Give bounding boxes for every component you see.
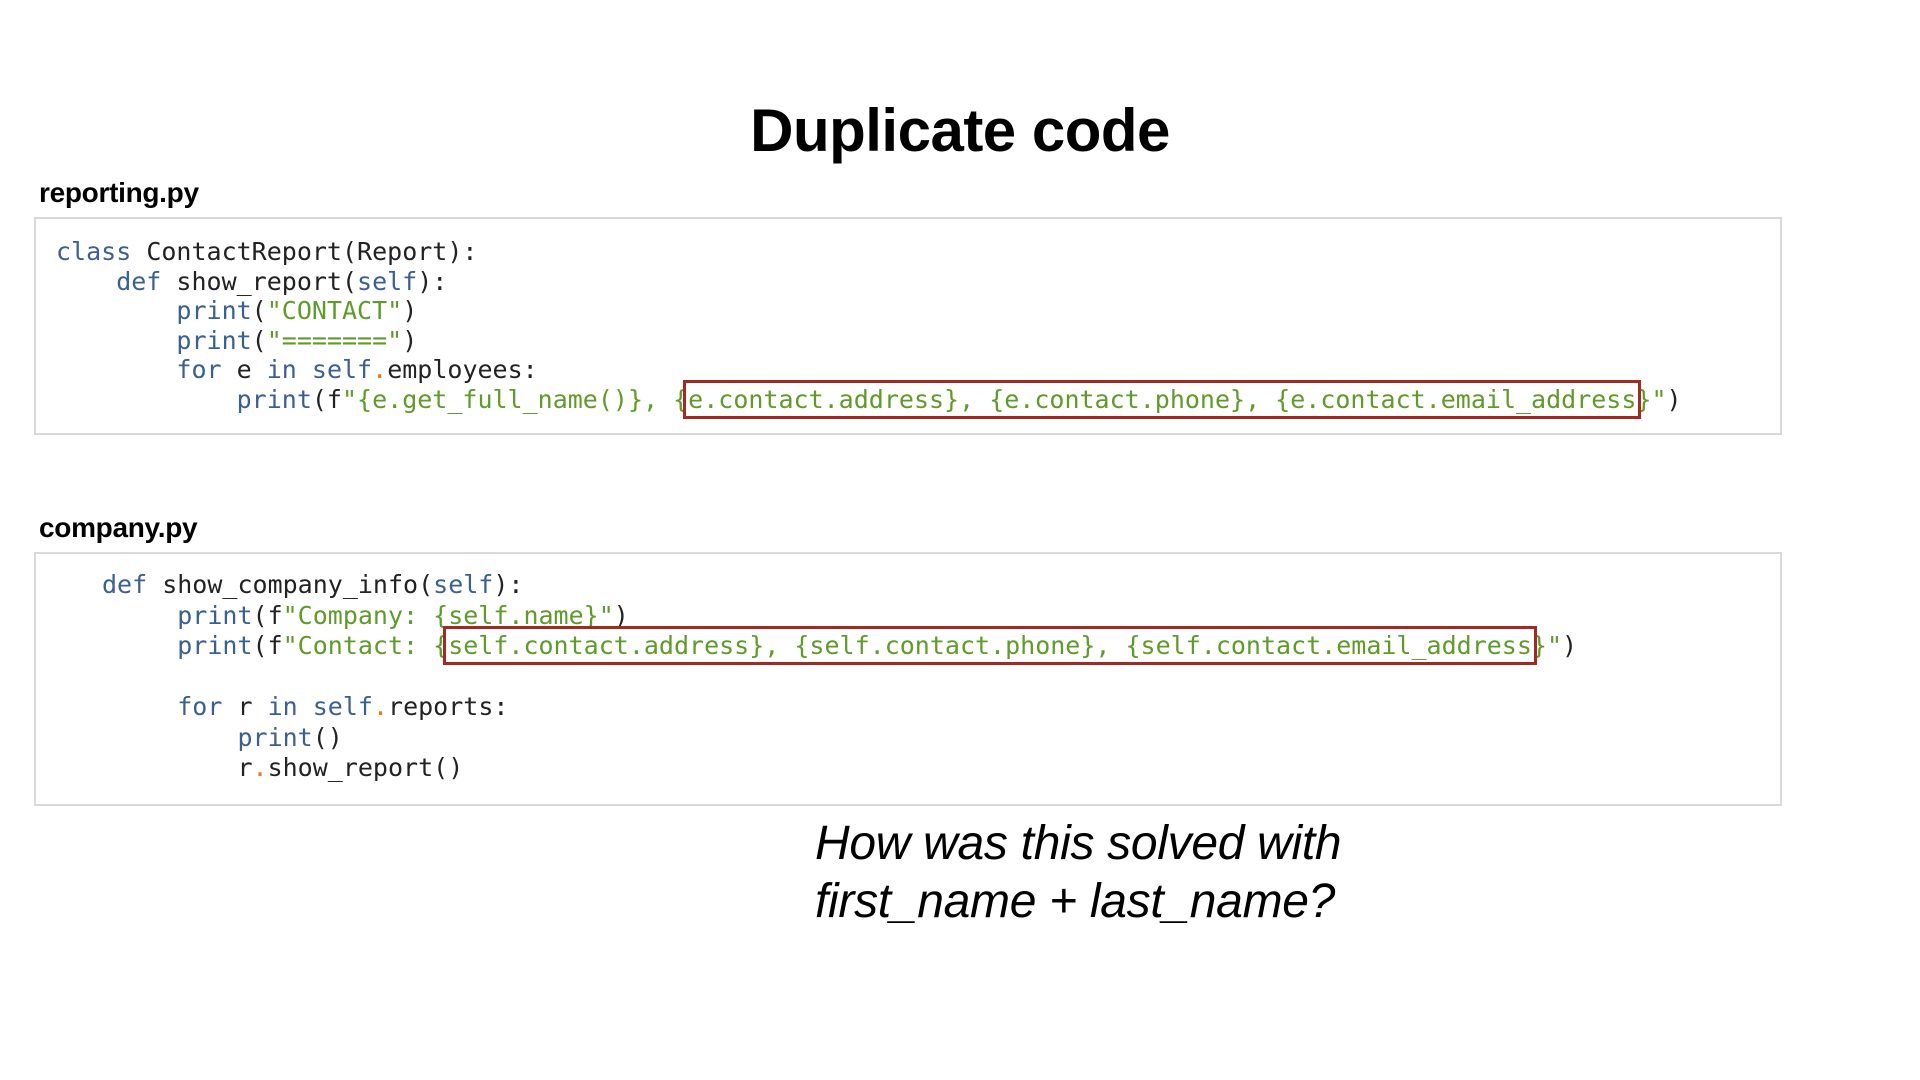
code-token: ): bbox=[417, 266, 448, 296]
code-token: print bbox=[102, 600, 253, 630]
code-line: print("=======") bbox=[56, 326, 1682, 356]
duplicate-highlight: e.contact.address}, {e.contact.phone}, {… bbox=[683, 379, 1642, 419]
code-token: print bbox=[56, 384, 312, 414]
code-token: print bbox=[102, 631, 253, 660]
code-line: for r in self.reports: bbox=[102, 692, 1577, 723]
code-line: print("CONTACT") bbox=[56, 296, 1682, 326]
code-token: self bbox=[312, 692, 373, 721]
code-token: print bbox=[56, 325, 252, 355]
code-token: show_report( bbox=[161, 266, 358, 296]
code-token: self bbox=[433, 570, 494, 599]
code-block-company: def show_company_info(self): print(f"Com… bbox=[34, 552, 1782, 806]
code-token: def bbox=[56, 266, 162, 296]
code-line: ​ bbox=[102, 662, 1577, 693]
code-line: class ContactReport(Report): bbox=[56, 237, 1682, 267]
code-token: in bbox=[267, 692, 298, 721]
code-token: "{e.get_full_name()}, { bbox=[341, 384, 689, 414]
code-token: () bbox=[312, 722, 343, 752]
code-line: r.show_report() bbox=[102, 753, 1577, 784]
code-token: ContactReport(Report): bbox=[131, 237, 478, 266]
code-token: show_company_info( bbox=[147, 570, 434, 599]
code-token: ) bbox=[402, 296, 418, 325]
code-token: . bbox=[372, 355, 388, 384]
code-token: (f bbox=[311, 384, 342, 414]
code-line: print(f"{e.get_full_name()}, {e.contact.… bbox=[56, 379, 1682, 419]
code-line: def show_report(self): bbox=[56, 267, 1682, 297]
code-token: in bbox=[266, 355, 297, 384]
code-token: ) bbox=[613, 600, 629, 630]
code-token: for bbox=[56, 355, 222, 384]
code-token: (f bbox=[252, 631, 283, 660]
code-token bbox=[298, 692, 313, 721]
question-text: How was this solved with first_name + la… bbox=[815, 815, 1342, 931]
code-token: for bbox=[102, 692, 223, 721]
code-block-reporting: class ContactReport(Report): def show_re… bbox=[34, 217, 1782, 435]
code-token: self bbox=[311, 355, 373, 384]
code-token: ): bbox=[493, 570, 524, 599]
code-token: e bbox=[221, 355, 267, 384]
code-token: print bbox=[56, 296, 252, 325]
code-token: class bbox=[56, 237, 132, 266]
code-token: "=======" bbox=[266, 325, 403, 355]
code-reporting: class ContactReport(Report): def show_re… bbox=[56, 237, 1682, 419]
question-line-1: How was this solved with bbox=[815, 817, 1342, 870]
code-token: "Contact: { bbox=[282, 631, 449, 660]
code-token: ) bbox=[1562, 631, 1578, 660]
code-token: reports: bbox=[388, 692, 509, 721]
code-token: }" bbox=[1531, 631, 1563, 660]
code-company: def show_company_info(self): print(f"Com… bbox=[102, 570, 1577, 784]
code-token: . bbox=[372, 692, 389, 721]
code-token: self bbox=[357, 266, 418, 296]
code-line: print(f"Contact: {self.contact.address},… bbox=[102, 626, 1578, 665]
code-token: def bbox=[102, 570, 148, 599]
code-token bbox=[297, 355, 312, 384]
code-token: (f bbox=[252, 600, 283, 630]
code-token: r bbox=[222, 692, 268, 721]
duplicate-highlight: self.contact.address}, {self.contact.pho… bbox=[443, 626, 1537, 665]
code-token: . bbox=[252, 753, 268, 782]
code-token: ) bbox=[402, 325, 418, 355]
code-token: "CONTACT" bbox=[266, 296, 403, 325]
code-token: employees: bbox=[387, 355, 538, 384]
code-token: print bbox=[102, 722, 313, 752]
file-label-company: company.py bbox=[39, 512, 198, 543]
code-line: print() bbox=[102, 723, 1577, 754]
code-token: r bbox=[102, 753, 253, 782]
file-label-reporting: reporting.py bbox=[39, 177, 199, 208]
code-line: def show_company_info(self): bbox=[102, 570, 1577, 601]
code-line: print(f"Company: {self.name}") bbox=[102, 601, 1577, 632]
code-token: "Company: {self.name}" bbox=[282, 600, 614, 630]
code-token: ( bbox=[251, 296, 267, 325]
code-line: for e in self.employees: bbox=[56, 355, 1682, 385]
code-token: }" bbox=[1636, 384, 1667, 414]
code-token: ) bbox=[1666, 384, 1682, 414]
code-token: ( bbox=[251, 325, 267, 355]
question-line-2: first_name + last_name? bbox=[815, 875, 1336, 928]
code-token: show_report() bbox=[267, 753, 464, 782]
slide-title: Duplicate code bbox=[750, 97, 1170, 164]
